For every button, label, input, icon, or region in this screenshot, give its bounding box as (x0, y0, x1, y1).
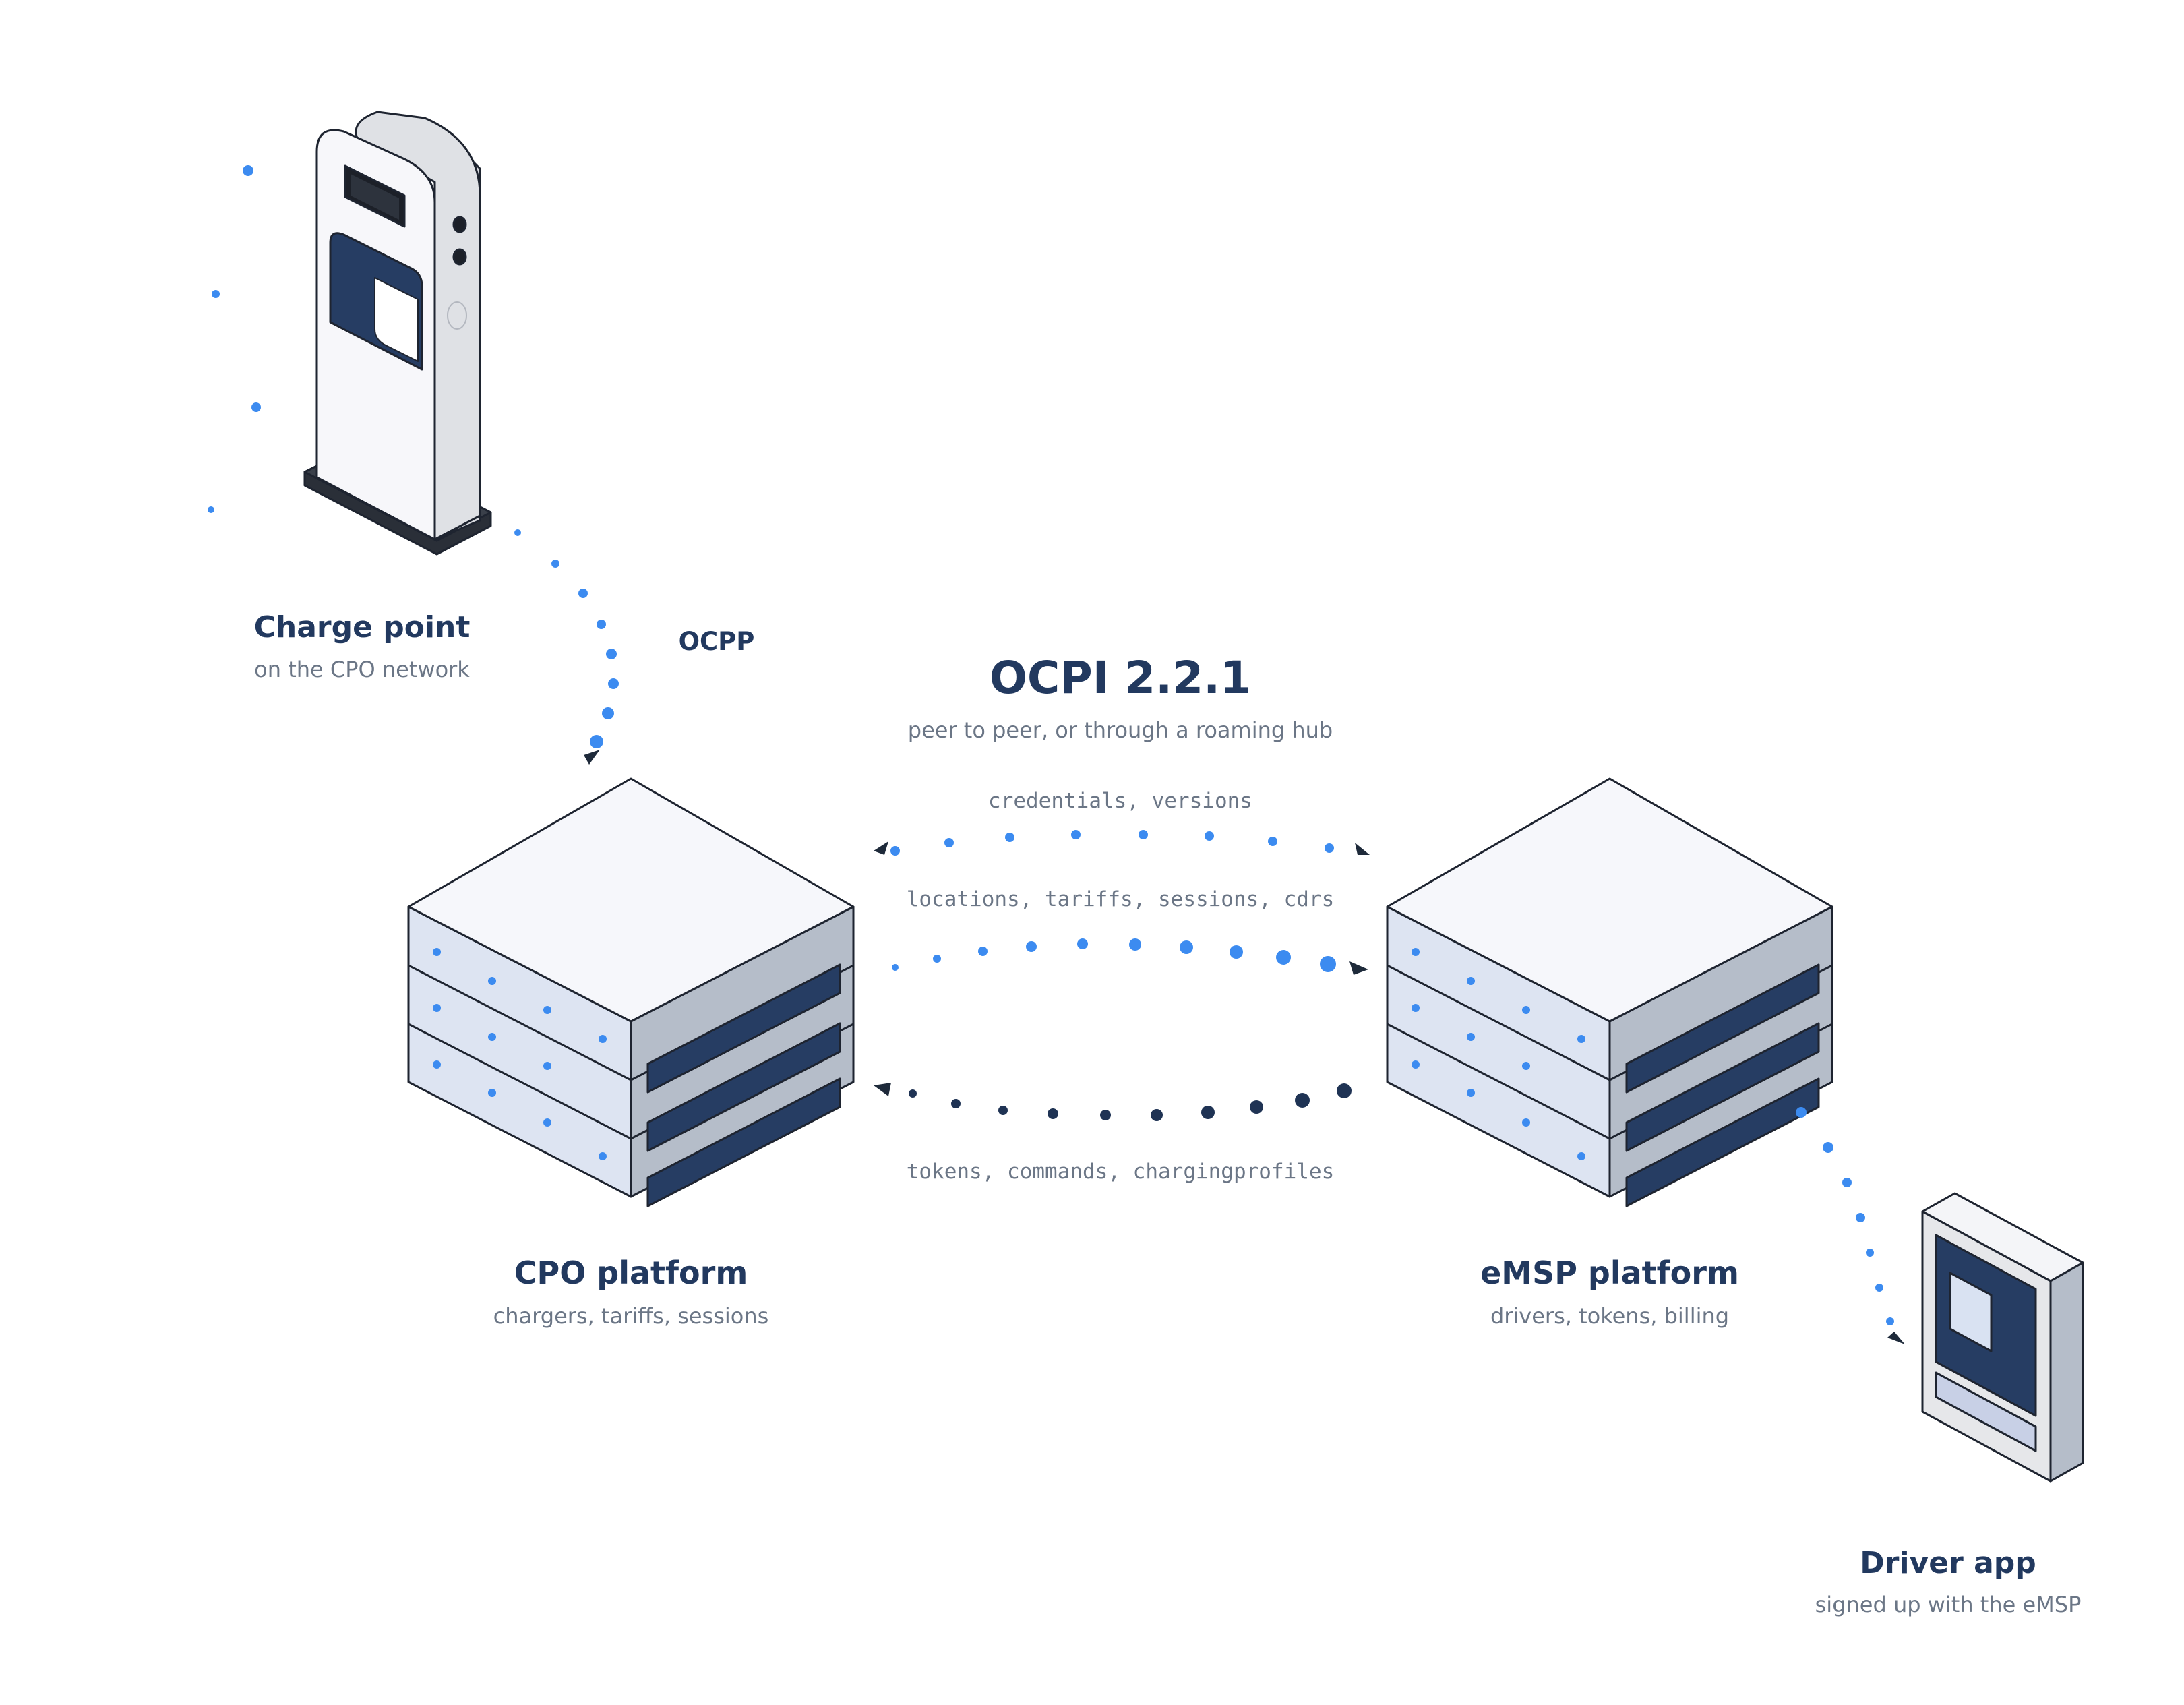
mobile-device-icon (1921, 1192, 2084, 1483)
charge-point-title: Charge point (254, 610, 471, 645)
cpo-server-stack-icon (407, 777, 855, 1207)
ocpp-label: OCPP (679, 627, 755, 656)
emsp-platform-title: eMSP platform (1480, 1255, 1739, 1291)
emsp-platform-subtitle: drivers, tokens, billing (1490, 1303, 1729, 1329)
cpo-to-emsp-arrowhead (1349, 961, 1368, 975)
flow-credentials-dots (874, 830, 1370, 856)
driver-app-subtitle: signed up with the eMSP (1815, 1592, 2082, 1617)
flow-credentials-label: credentials, versions (988, 789, 1252, 813)
ocpi-title: OCPI 2.2.1 (990, 652, 1251, 704)
emsp-server-stack-icon (1386, 777, 1833, 1207)
ocpp-arrowhead (584, 750, 600, 765)
driver-arrowhead (1887, 1332, 1905, 1344)
charge-point-dots (208, 165, 261, 513)
ocpp-link (514, 529, 619, 765)
flow-cpo-to-emsp-dots (892, 938, 1368, 975)
flow-emsp-to-cpo-label: tokens, commands, chargingprofiles (907, 1160, 1335, 1184)
ev-charger-icon (303, 111, 492, 556)
driver-app-title: Driver app (1860, 1546, 2036, 1580)
cpo-platform-title: CPO platform (514, 1255, 748, 1291)
ocpi-subtitle: peer to peer, or through a roaming hub (908, 717, 1333, 743)
credentials-arrow-right (1355, 843, 1370, 855)
cpo-platform-subtitle: chargers, tariffs, sessions (493, 1303, 769, 1329)
charge-point-subtitle: on the CPO network (254, 657, 470, 682)
driver-link (1796, 1107, 1905, 1344)
flow-cpo-to-emsp-label: locations, tariffs, sessions, cdrs (907, 887, 1335, 911)
credentials-arrow-left (874, 841, 888, 855)
emsp-to-cpo-arrowhead (874, 1083, 891, 1096)
flow-emsp-to-cpo-dots (874, 1083, 1352, 1121)
